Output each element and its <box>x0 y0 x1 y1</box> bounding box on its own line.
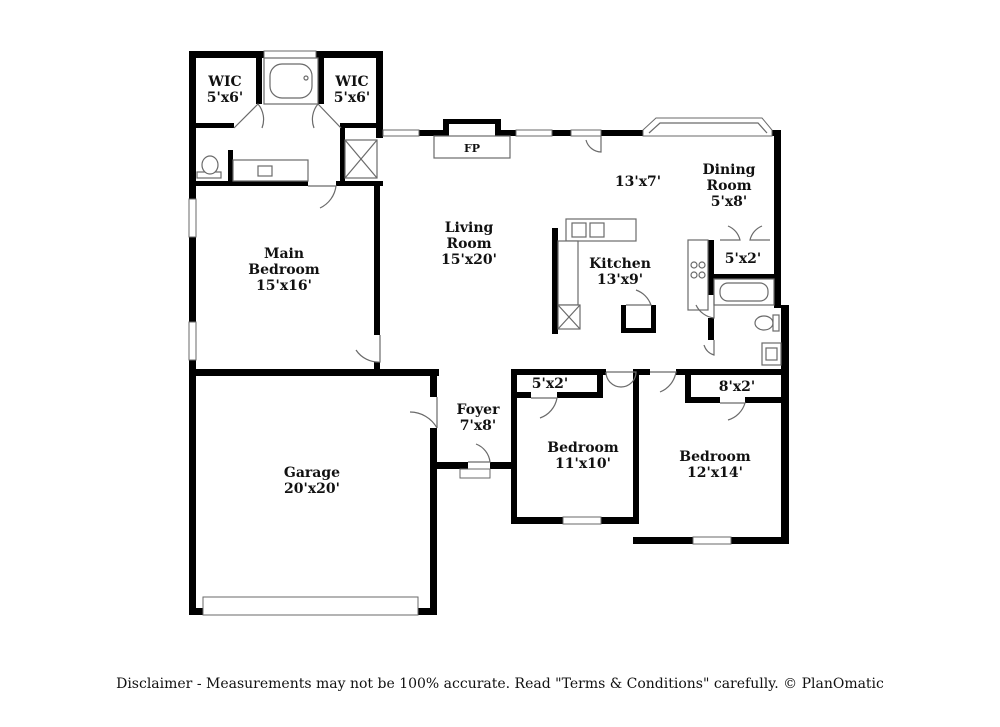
closet-a-dim: 5'x2' <box>532 376 568 392</box>
bedroom-3-name: Bedroom <box>679 449 751 465</box>
bedroom-3-dim: 12'x14' <box>687 465 743 481</box>
garage-dim: 20'x20' <box>284 481 340 497</box>
fixtures <box>196 57 782 366</box>
dining-room-name2: Room <box>706 178 751 194</box>
windows <box>188 50 773 616</box>
living-room-dim: 15'x20' <box>441 252 497 268</box>
room-labels: WIC 5'x6' WIC 5'x6' Main Bedroom 15'x16'… <box>207 74 761 497</box>
foyer-dim: 7'x8' <box>460 418 496 434</box>
pantry-dim: 5'x2' <box>725 251 761 267</box>
wic-right-dim: 5'x6' <box>334 90 370 106</box>
wic-left-name: WIC <box>207 74 241 90</box>
dining-room-name1: Dining <box>703 162 756 178</box>
main-bedroom-name2: Bedroom <box>248 262 320 278</box>
main-bedroom-name1: Main <box>264 246 304 262</box>
garage-name: Garage <box>284 465 340 481</box>
disclaimer-text: Disclaimer - Measurements may not be 100… <box>116 676 884 692</box>
living-room-name2: Room <box>446 236 491 252</box>
nook-dim: 13'x7' <box>615 174 661 190</box>
bedroom-2-dim: 11'x10' <box>555 456 611 472</box>
doors <box>233 103 770 463</box>
foyer-name: Foyer <box>457 402 501 418</box>
wic-right-name: WIC <box>334 74 368 90</box>
fireplace-label: FP <box>464 142 480 155</box>
main-bedroom-dim: 15'x16' <box>256 278 312 294</box>
living-room-name1: Living <box>445 220 494 236</box>
bedroom-2-name: Bedroom <box>547 440 619 456</box>
wic-left-dim: 5'x6' <box>207 90 243 106</box>
kitchen-dim: 13'x9' <box>597 272 643 288</box>
dining-room-dim: 5'x8' <box>711 194 747 210</box>
kitchen-name: Kitchen <box>589 256 651 272</box>
closet-b-dim: 8'x2' <box>719 379 755 395</box>
